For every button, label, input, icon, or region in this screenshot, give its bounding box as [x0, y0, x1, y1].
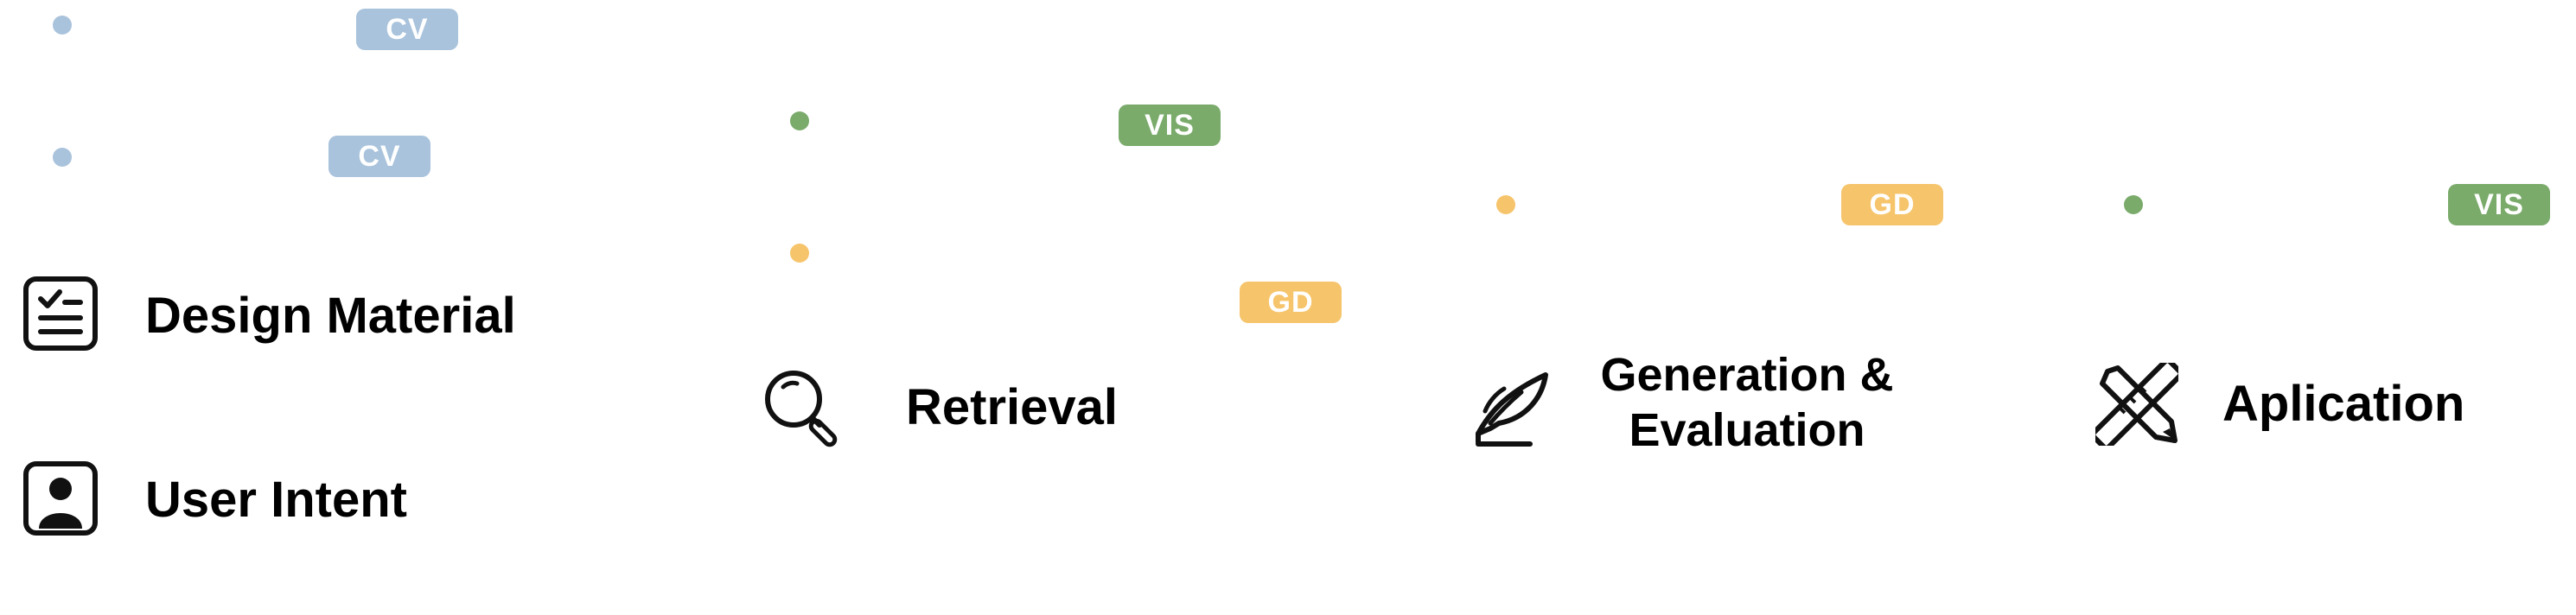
- vis-dot-2: [2124, 195, 2143, 214]
- user-intent-label: User Intent: [145, 472, 407, 528]
- vis-badge-2: VIS: [2448, 184, 2550, 225]
- cv-badge-2: CV: [328, 136, 430, 177]
- generation-evaluation-label: Generation & Evaluation: [1587, 347, 1907, 458]
- gd-badge-2: GD: [1841, 184, 1943, 225]
- magnifier-icon: [759, 365, 845, 451]
- application-label: Aplication: [2222, 376, 2465, 432]
- vis-badge-1: VIS: [1119, 105, 1221, 146]
- gd-dot-1: [790, 244, 809, 263]
- gd-badge-1: GD: [1240, 282, 1342, 323]
- user-portrait-icon: [22, 460, 99, 537]
- checklist-icon: [22, 275, 99, 352]
- cv-dot-2: [53, 148, 72, 167]
- cv-dot-1: [53, 16, 72, 35]
- gd-dot-2: [1496, 195, 1515, 214]
- quill-pen-icon: [1470, 363, 1556, 449]
- generation-label-line2: Evaluation: [1629, 404, 1865, 456]
- cv-badge-1: CV: [356, 9, 458, 50]
- vis-dot-1: [790, 111, 809, 130]
- generation-label-line1: Generation &: [1600, 349, 1894, 401]
- pencil-ruler-icon: [2095, 363, 2178, 446]
- retrieval-label: Retrieval: [906, 379, 1119, 435]
- design-material-label: Design Material: [145, 288, 516, 344]
